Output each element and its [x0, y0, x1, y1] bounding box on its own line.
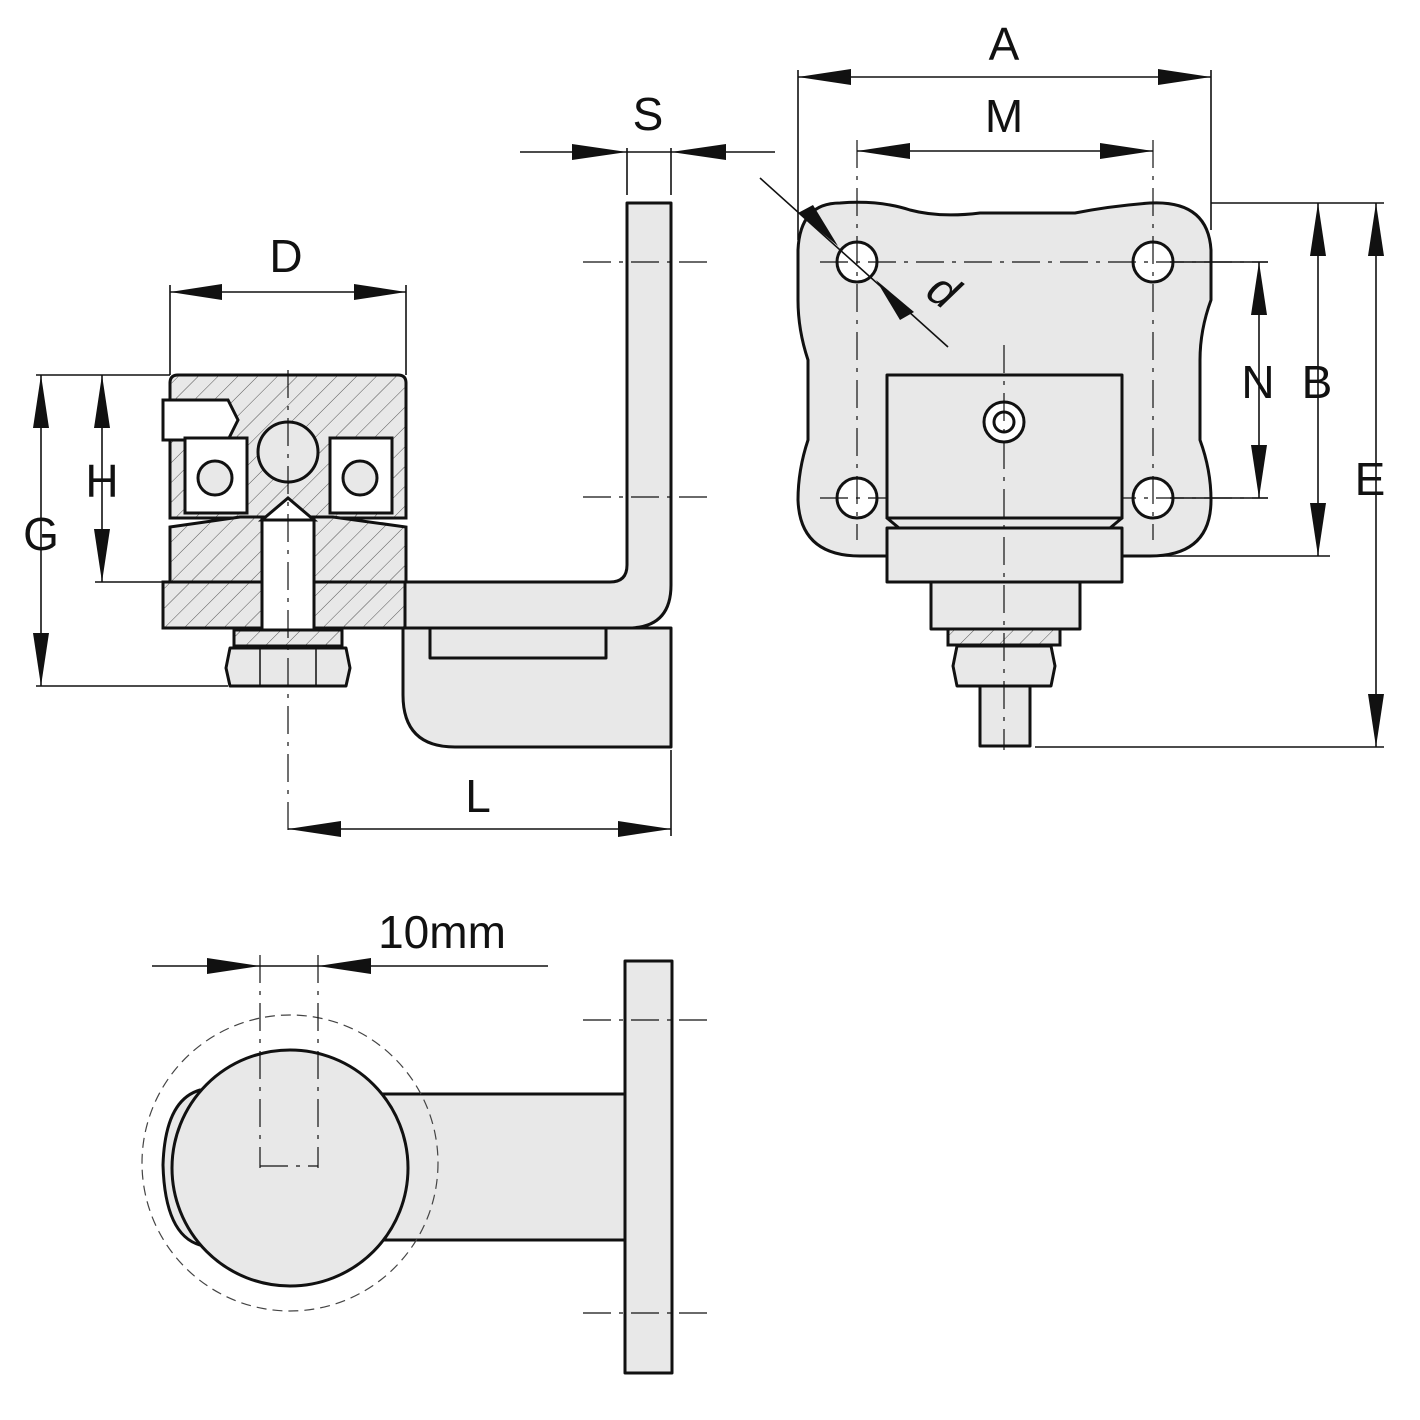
stud-end: [978, 684, 1032, 748]
side-view: D S H G L: [23, 88, 775, 837]
dim-label-M: M: [985, 90, 1023, 142]
round-housing: [170, 1048, 410, 1288]
dim-label-H: H: [85, 455, 118, 507]
nut: [951, 644, 1057, 688]
dim-label-L: L: [465, 770, 491, 822]
dim-label-offset: 10mm: [378, 906, 506, 958]
bracket-arm: [403, 201, 673, 630]
base-plate: [929, 580, 1082, 631]
grub-screw: [161, 398, 240, 442]
dim-label-E: E: [1355, 453, 1386, 505]
arm: [378, 1092, 627, 1242]
dim-label-D: D: [269, 230, 302, 282]
rail-slot: [428, 626, 608, 660]
dim-label-A: A: [989, 18, 1020, 70]
front-view: A M d N B E: [759, 18, 1386, 750]
dim-label-S: S: [633, 88, 664, 140]
dim-label-N: N: [1241, 356, 1274, 408]
dim-label-B: B: [1302, 356, 1333, 408]
top-view: 10mm: [141, 906, 712, 1375]
dim-label-G: G: [23, 508, 59, 560]
flange-plate: [623, 959, 674, 1375]
